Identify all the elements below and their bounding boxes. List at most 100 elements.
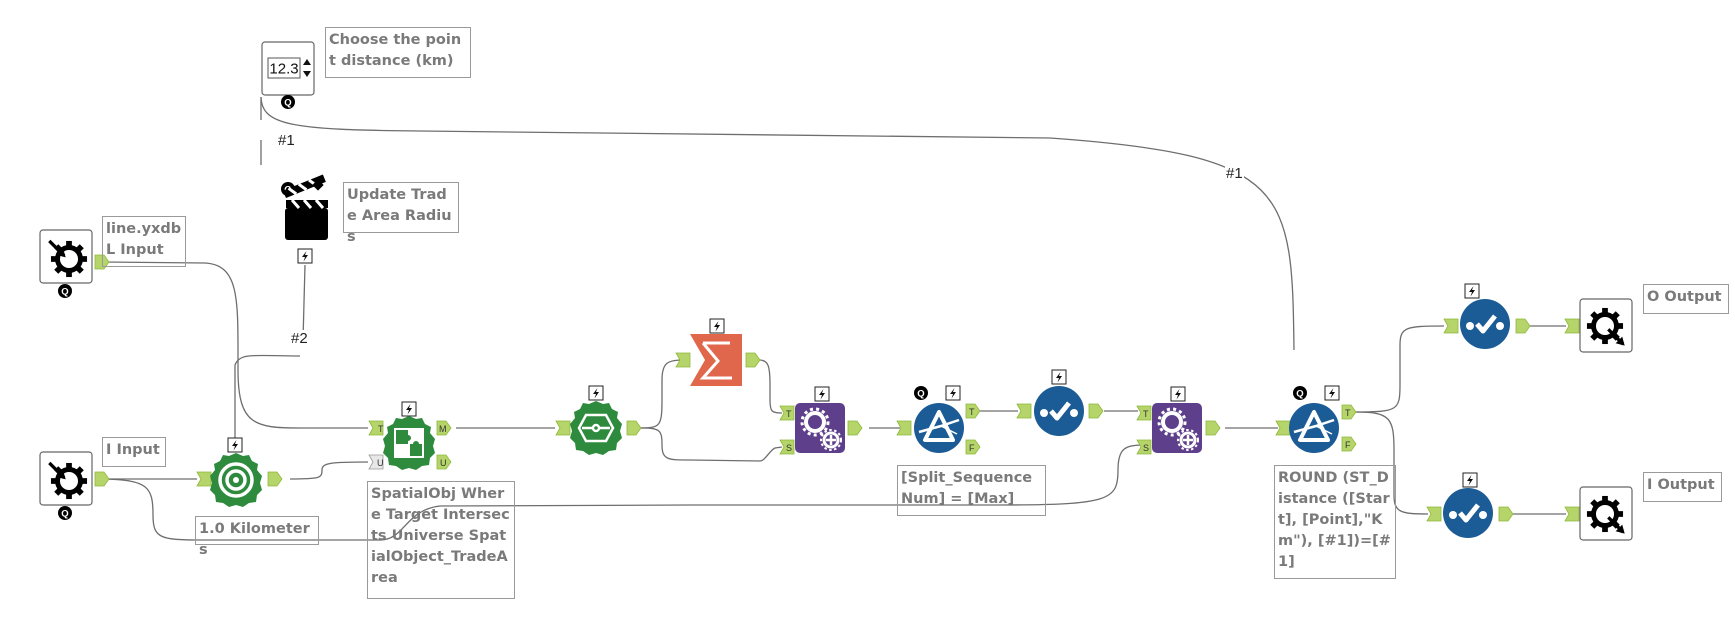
input-anchor[interactable] — [1564, 506, 1580, 522]
input-anchor[interactable] — [555, 420, 571, 436]
annotation-spatial-match[interactable]: SpatialObj Where Target Intersects Unive… — [367, 481, 515, 599]
anchor-label-u-out: U — [440, 458, 447, 468]
summarize-tool[interactable] — [675, 318, 761, 386]
append-fields-1-tool[interactable]: T S — [779, 386, 863, 455]
macro-output-icon — [1587, 308, 1626, 347]
annotation-filter-2[interactable]: ROUND (ST_Distance ([Start], [Point],"Km… — [1274, 465, 1396, 579]
anchor-label-s: S — [1143, 443, 1149, 453]
input-anchor[interactable] — [1443, 318, 1459, 334]
input-anchor[interactable] — [1275, 420, 1291, 436]
macro-input-icon — [48, 241, 87, 277]
target-icon — [218, 462, 254, 498]
output-anchor[interactable] — [745, 352, 761, 368]
append-gears-icon — [793, 401, 847, 455]
wire-iinput-to-spatialmatch-u[interactable] — [103, 444, 1146, 541]
anchor-label-t: T — [1345, 408, 1351, 418]
input-anchor[interactable] — [196, 471, 212, 487]
wires — [103, 96, 1566, 541]
output-anchor[interactable] — [847, 420, 863, 436]
output-anchor[interactable] — [1515, 318, 1531, 334]
select-2-tool[interactable] — [1443, 283, 1531, 349]
bolt-anchor-icon[interactable] — [1464, 283, 1480, 299]
wire-label-1b: #1 — [1225, 165, 1244, 182]
question-anchor-icon[interactable] — [58, 284, 72, 298]
sigma-icon — [690, 334, 742, 386]
anchor-label-t: T — [969, 407, 975, 417]
macro-input-i-tool[interactable] — [39, 451, 110, 520]
output-anchor[interactable] — [1498, 506, 1514, 522]
bolt-anchor-icon[interactable] — [945, 385, 961, 401]
spatial-match-tool[interactable]: T U M U — [368, 401, 452, 470]
output-anchor[interactable] — [94, 471, 110, 487]
wire-spatialprocess-to-summarize[interactable] — [640, 359, 686, 429]
wire-filter2-to-select2[interactable] — [1355, 325, 1445, 413]
bolt-anchor-icon[interactable] — [297, 248, 313, 264]
append-fields-2-tool[interactable]: T S — [1136, 386, 1221, 455]
macro-input-icon — [48, 463, 87, 499]
question-anchor-icon[interactable] — [58, 506, 72, 520]
input-anchor[interactable] — [1564, 318, 1580, 334]
anchor-label-t: T — [786, 409, 792, 419]
bolt-anchor-icon[interactable] — [401, 401, 417, 417]
wire-action-to-tradearea-b[interactable] — [234, 354, 301, 440]
anchor-label-u: U — [377, 458, 384, 468]
anchor-label-s: S — [786, 443, 792, 453]
annotation-numeric-updown[interactable]: Choose the point distance (km) — [325, 27, 471, 78]
spatial-process-icon — [577, 413, 615, 443]
wire-spatialprocess-to-append1-s[interactable] — [640, 427, 783, 462]
bolt-anchor-icon[interactable] — [814, 386, 830, 402]
wire-summarize-to-append1-t[interactable] — [758, 359, 783, 414]
anchor-label-t: T — [378, 424, 384, 434]
wire-tradearea-to-spatialmatch-u[interactable] — [289, 461, 369, 480]
annotation-macro-input-i[interactable]: I Input — [102, 437, 166, 467]
macro-output-o-tool[interactable] — [1564, 298, 1633, 353]
clapperboard-icon — [283, 174, 328, 240]
macro-output-i-tool[interactable] — [1564, 486, 1633, 541]
bolt-anchor-icon[interactable] — [1051, 369, 1067, 385]
filter-2-tool[interactable]: T F — [1275, 385, 1357, 453]
spatial-process-tool[interactable] — [555, 385, 642, 455]
bolt-anchor-icon[interactable] — [1324, 385, 1340, 401]
bolt-anchor-icon[interactable] — [709, 318, 725, 334]
annotation-macro-output-i[interactable]: I Output — [1643, 472, 1722, 502]
spinner-arrows-icon — [303, 59, 311, 77]
input-anchor[interactable] — [1426, 506, 1442, 522]
anchor-label-f: F — [1345, 440, 1351, 450]
bolt-anchor-icon[interactable] — [227, 437, 243, 453]
action-tool[interactable] — [281, 174, 328, 264]
output-anchor[interactable] — [626, 420, 642, 436]
question-anchor-icon[interactable] — [281, 95, 295, 109]
input-anchor[interactable] — [1016, 403, 1032, 419]
question-anchor-icon[interactable] — [1293, 386, 1307, 400]
wire-filter2-to-select3[interactable] — [1355, 411, 1429, 515]
wire-label-2: #2 — [290, 330, 309, 347]
numeric-updown-tool[interactable]: 12.3 — [261, 41, 315, 109]
puzzle-icon — [394, 428, 424, 458]
annotation-macro-output-o[interactable]: O Output — [1643, 284, 1729, 314]
numeric-updown-value: 12.3 — [269, 61, 298, 78]
wire-label-1a: #1 — [277, 132, 296, 149]
macro-input-l-tool[interactable] — [39, 229, 110, 298]
annotation-filter-1[interactable]: [Split_SequenceNum] = [Max] — [897, 465, 1046, 516]
wire-linput-to-spatialmatch-t[interactable] — [103, 261, 368, 429]
question-anchor-icon[interactable] — [914, 386, 928, 400]
annotation-macro-input-l[interactable]: line.yxdb L Input — [102, 216, 186, 267]
bolt-anchor-icon[interactable] — [588, 385, 604, 401]
output-anchor[interactable] — [1205, 420, 1221, 436]
annotation-action[interactable]: Update Trade Area Radius — [343, 182, 459, 245]
wire-numeric-to-filter2[interactable] — [260, 96, 1295, 351]
anchor-label-f: F — [969, 443, 975, 453]
bolt-anchor-icon[interactable] — [1170, 386, 1186, 402]
append-gears-icon — [1150, 401, 1204, 455]
trade-area-tool[interactable] — [196, 437, 283, 507]
anchor-label-t: T — [1143, 409, 1149, 419]
wire-action-to-tradearea[interactable] — [302, 264, 306, 341]
select-1-tool[interactable] — [1016, 369, 1104, 436]
select-3-tool[interactable] — [1426, 472, 1514, 538]
bolt-anchor-icon[interactable] — [1462, 472, 1478, 488]
output-anchor[interactable] — [267, 471, 283, 487]
annotation-trade-area[interactable]: 1.0 Kilometers — [195, 516, 319, 558]
filter-1-tool[interactable]: T F — [896, 385, 981, 455]
output-anchor[interactable] — [1088, 403, 1104, 419]
